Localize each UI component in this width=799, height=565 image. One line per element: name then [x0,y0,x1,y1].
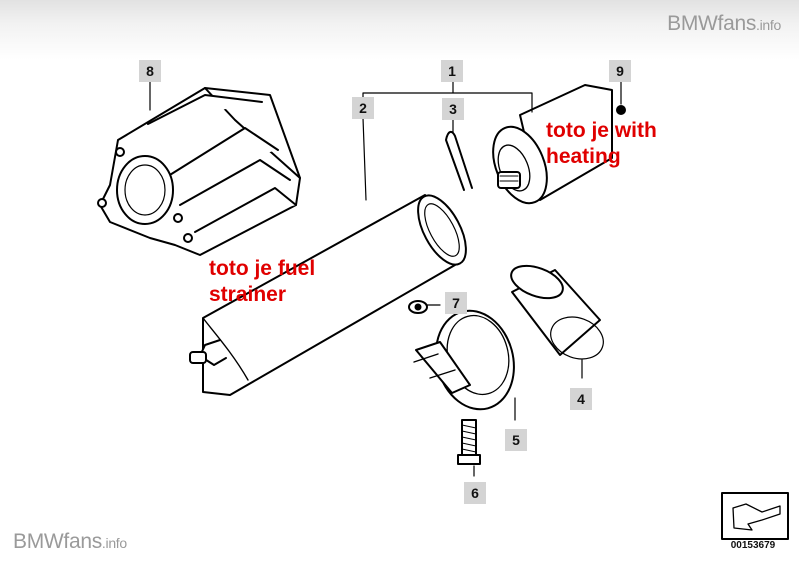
part-4-ring [510,264,604,360]
part-7-nut [408,300,428,314]
callout-5: 5 [505,429,527,451]
callout-9: 9 [609,60,631,82]
callout-6: 6 [464,482,486,504]
annotation-heating: toto je with heating [546,119,657,168]
callout-7: 7 [445,292,467,314]
watermark-bottom: BMWfans.info [13,530,127,553]
part-5-clamp [413,309,515,411]
part-9-heated-filter [492,84,626,205]
annotation-fuel-strainer: toto je fuel strainer [209,257,316,306]
callout-4: 4 [570,388,592,410]
callout-1: 1 [441,60,463,82]
part-3-clip [445,130,473,191]
callout-3: 3 [442,98,464,120]
callout-2: 2 [352,97,374,119]
part-8-bracket [97,87,301,256]
part-6-bolt [457,419,481,465]
part-2-fuel-filter [189,194,467,396]
header-band [0,0,799,60]
callout-8: 8 [139,60,161,82]
watermark-top: BMWfans.info [667,12,781,35]
diagram-reference-symbol [721,492,789,540]
diagram-id: 00153679 [730,540,776,551]
